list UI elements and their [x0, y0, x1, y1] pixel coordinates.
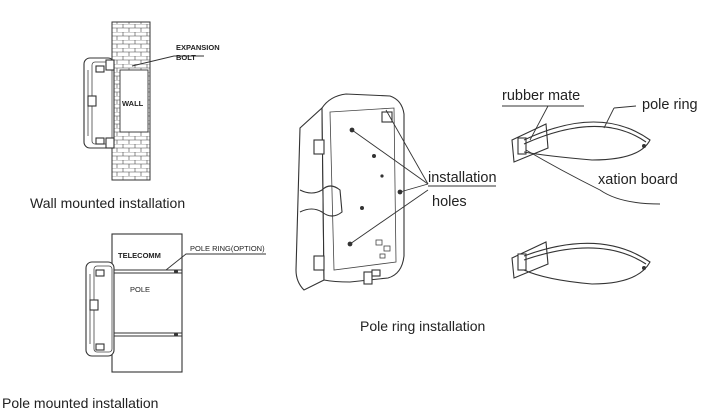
enclosure-figure: installation holes Pole ring installatio…: [295, 93, 497, 334]
pole-ring-top-band: [523, 121, 651, 161]
fixation-board-leader: [525, 149, 661, 205]
pole-mounted-figure: TELECOMM POLE RING(OPTION) POLE Pole mou…: [2, 233, 266, 411]
installation-holes-label-line2: holes: [432, 194, 467, 210]
bolt-leader-line: [131, 55, 204, 67]
fixation-board-top: [511, 123, 549, 163]
pole-ring-label: pole ring: [642, 97, 698, 113]
installation-holes-label-line1: installation: [428, 170, 497, 186]
wall-caption: Wall mounted installation: [30, 195, 185, 211]
enclosure-front: [321, 93, 405, 283]
rubber-mate-leader: [502, 105, 584, 141]
wall-label: WALL: [122, 99, 144, 108]
pole-ring-bottom-band: [523, 242, 651, 285]
wall-label-box: [119, 69, 149, 133]
fixation-board-label: xation board: [598, 172, 678, 188]
pole-enclosure: [85, 261, 115, 357]
bolt-label-line1: EXPANSION: [176, 43, 220, 52]
bolt-label-line2: BOLT: [176, 53, 196, 62]
wall-mounted-figure: WALL EXPANSION BOLT Wall mounted install…: [30, 21, 220, 211]
pole-label: POLE: [130, 285, 150, 294]
pole-ring-figure-bottom: [511, 241, 651, 285]
telecomm-label: TELECOMM: [118, 251, 161, 260]
wall-enclosure: [83, 57, 115, 149]
pole-caption: Pole mounted installation: [2, 395, 158, 411]
pole-ring-installation-caption: Pole ring installation: [360, 318, 485, 334]
pole-ring-option-label: POLE RING(OPTION): [190, 244, 265, 253]
pole-ring-figure-top: rubber mate pole ring xation board: [502, 88, 698, 205]
rubber-mate-label: rubber mate: [502, 88, 580, 104]
pole-ring-leader-right: [603, 105, 637, 129]
pole-ring-leader: [165, 253, 266, 271]
